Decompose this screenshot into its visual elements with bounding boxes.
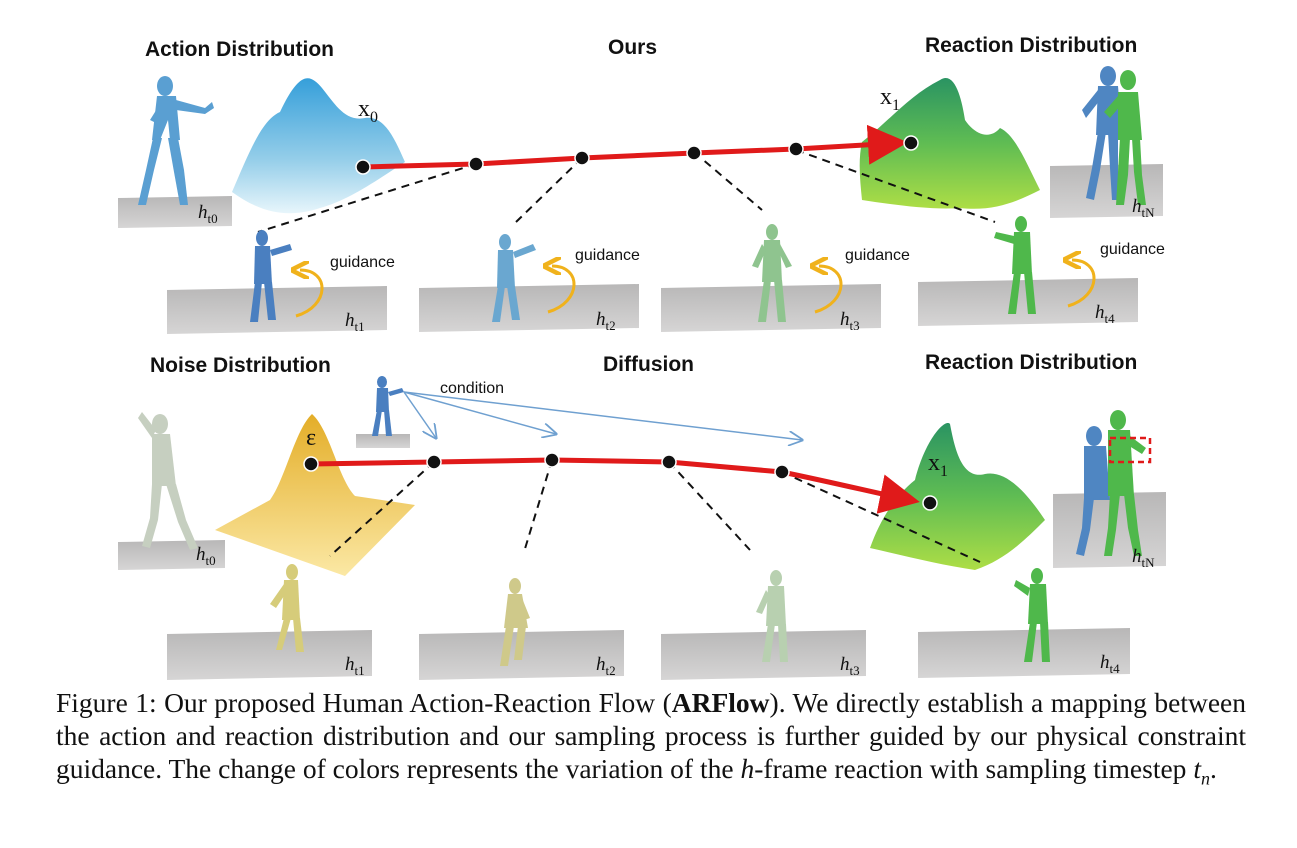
- bottom-frame-t4: ht4: [918, 568, 1130, 678]
- bottom-end-label-x1: x1: [928, 450, 948, 480]
- top-frame-t3: guidance ht3: [661, 224, 910, 333]
- svg-text:htN: htN: [1132, 546, 1155, 570]
- flow-trajectory: [362, 124, 908, 170]
- guidance-label-1: guidance: [330, 254, 395, 271]
- caption-middle: ). We directly establish a mapping betwe…: [56, 687, 1246, 784]
- caption-math-t: t: [1193, 753, 1201, 784]
- svg-text:htN: htN: [1132, 196, 1155, 220]
- noise-avatar-t0: ht0: [118, 412, 225, 570]
- caption-bold-arflow: ARFlow: [671, 687, 770, 718]
- guidance-label-3: guidance: [845, 247, 910, 264]
- reaction-avatar-tN-bottom: htN: [1053, 410, 1166, 570]
- condition-action-avatar: [356, 376, 410, 448]
- end-point-label-x1: x1: [880, 84, 900, 114]
- noise-start-label: ε: [306, 425, 316, 451]
- top-frame-t2: guidance ht2: [419, 234, 640, 333]
- bottom-left-title: Noise Distribution: [150, 354, 331, 377]
- bottom-frame-t2: ht2: [419, 578, 624, 680]
- diffusion-node-1: [426, 454, 442, 470]
- bottom-frame-t1: ht1: [167, 564, 372, 680]
- caption-end: .: [1209, 753, 1217, 784]
- bottom-right-title: Reaction Distribution: [925, 351, 1137, 374]
- bottom-panel: Noise Distribution Diffusion Reaction Di…: [118, 351, 1166, 680]
- diffusion-trajectory: [310, 457, 920, 514]
- svg-text:ht4: ht4: [1095, 302, 1115, 326]
- top-panel: Action Distribution Ours Reaction Distri…: [118, 34, 1165, 334]
- top-right-title: Reaction Distribution: [925, 34, 1137, 57]
- trajectory-node-4: [788, 141, 804, 157]
- trajectory-node-3: [686, 145, 702, 161]
- caption-math-h: h: [740, 753, 755, 784]
- diffusion-node-2: [544, 452, 560, 468]
- start-point-label-x0: x0: [358, 96, 378, 126]
- reaction-distribution-surface-top: [859, 78, 1040, 209]
- caption-after-h: -frame reaction with sampling timestep: [754, 753, 1194, 784]
- trajectory-node-1: [468, 156, 484, 172]
- top-frame-t1: guidance ht1: [167, 230, 395, 334]
- figure-caption: Figure 1: Our proposed Human Action-Reac…: [56, 686, 1246, 796]
- bottom-frame-t3: ht3: [661, 570, 866, 680]
- contact-highlight-box: [1108, 436, 1152, 464]
- trajectory-node-end: [903, 135, 919, 151]
- svg-text:ht2: ht2: [596, 309, 616, 333]
- condition-arrows: [403, 391, 802, 440]
- action-avatar-t0: ht0: [118, 76, 232, 228]
- svg-text:ht3: ht3: [840, 654, 860, 678]
- noise-distribution-surface: [215, 414, 415, 576]
- guidance-label-2: guidance: [575, 247, 640, 264]
- reaction-avatar-tN-top: htN: [1050, 66, 1163, 220]
- action-distribution-surface: [232, 78, 405, 214]
- diffusion-node-start: [303, 456, 319, 472]
- guidance-label-4: guidance: [1100, 241, 1165, 258]
- diffusion-node-3: [661, 454, 677, 470]
- svg-text:ht2: ht2: [596, 654, 616, 678]
- caption-prefix: Figure 1: Our proposed Human Action-Reac…: [56, 687, 672, 718]
- svg-text:ht1: ht1: [345, 654, 365, 678]
- diffusion-node-4: [774, 464, 790, 480]
- svg-text:ht3: ht3: [840, 309, 860, 333]
- reaction-distribution-surface-bottom: [870, 423, 1045, 570]
- top-center-title: Ours: [608, 36, 657, 59]
- svg-text:ht0: ht0: [198, 202, 218, 226]
- condition-label: condition: [440, 380, 504, 397]
- svg-text:ht4: ht4: [1100, 652, 1120, 676]
- svg-text:ht1: ht1: [345, 310, 365, 334]
- figure-1-diagram: Action Distribution Ours Reaction Distri…: [118, 34, 1166, 680]
- svg-text:ht0: ht0: [196, 544, 216, 568]
- top-frame-t4: guidance ht4: [918, 216, 1165, 326]
- bottom-center-title: Diffusion: [603, 353, 694, 376]
- trajectory-node-start: [355, 159, 371, 175]
- trajectory-node-2: [574, 150, 590, 166]
- top-left-title: Action Distribution: [145, 38, 334, 61]
- diffusion-node-end: [922, 495, 938, 511]
- caption-math-n: n: [1200, 768, 1210, 789]
